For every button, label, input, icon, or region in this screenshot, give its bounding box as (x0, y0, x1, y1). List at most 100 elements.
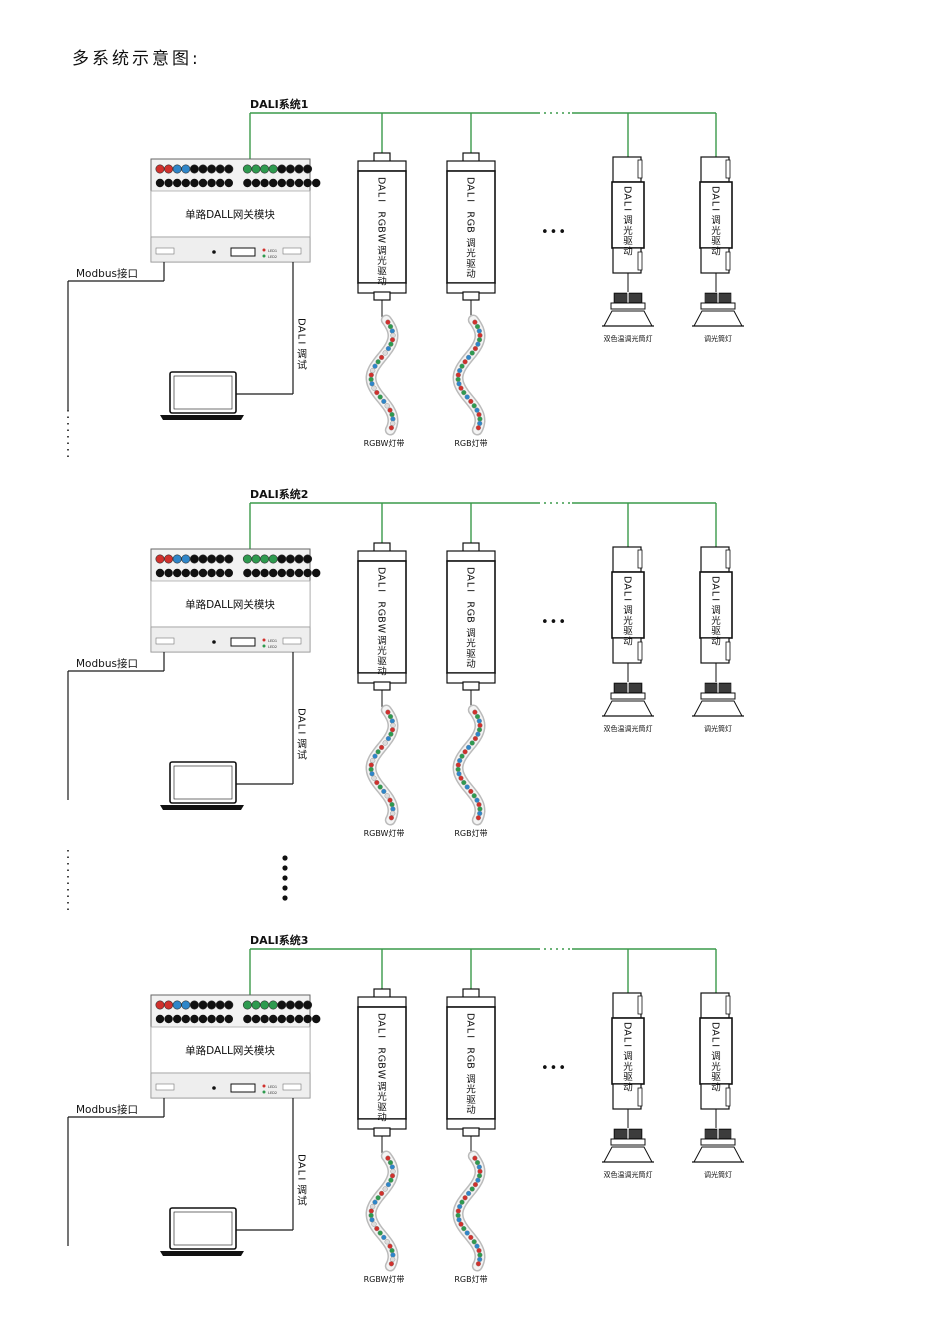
svg-text:驱: 驱 (466, 1095, 476, 1106)
svg-text:B: B (465, 226, 476, 233)
display-window (230, 637, 256, 647)
terminal-screw (251, 1014, 261, 1024)
strip-led (475, 341, 481, 347)
gateway-port (282, 637, 302, 645)
strip-led (372, 363, 378, 369)
more-drivers-ellipsis: ••• (541, 1061, 567, 1076)
strip-led (458, 775, 464, 781)
terminal-screw (277, 554, 287, 564)
terminal-screw (207, 1014, 216, 1024)
strip-led (368, 762, 374, 768)
terminal-screw (164, 554, 174, 564)
strip-led (457, 368, 463, 374)
downlight-housing (610, 692, 646, 700)
strip-label: RGBW灯带 (364, 1274, 405, 1284)
terminal-screw (198, 164, 208, 174)
strip-led (370, 368, 376, 374)
svg-text:A: A (710, 193, 721, 200)
svg-text:R: R (376, 1047, 387, 1054)
downlight-trim (693, 700, 743, 717)
strip-led (389, 412, 395, 418)
downlight-trim (603, 310, 653, 327)
strip-led (387, 1243, 393, 1249)
terminal-screw (198, 1014, 208, 1024)
svg-text:R: R (465, 211, 476, 218)
svg-text:B: B (465, 616, 476, 623)
svg-text:A: A (376, 1020, 387, 1027)
svg-text:D: D (710, 186, 721, 193)
strip-led (377, 784, 383, 790)
terminal-screw (181, 1014, 190, 1024)
strip-led (390, 1256, 396, 1263)
terminal-screw (286, 568, 295, 578)
strip-led (469, 1186, 475, 1192)
svg-text:动: 动 (466, 269, 476, 280)
dali-system-2: DALI系统2单路DALL网关模块LED1LED2Modbus接口DALI调试D… (67, 487, 744, 838)
strip-led (462, 749, 468, 755)
strip-led (455, 376, 461, 383)
terminal-screw (243, 1014, 252, 1024)
svg-text:I: I (376, 1035, 387, 1038)
downlight-housing (610, 1138, 646, 1146)
terminal-screw (224, 554, 234, 564)
downlight-driver-box (718, 292, 732, 304)
downlight-trim (693, 1146, 743, 1163)
terminal-screw (260, 1000, 270, 1010)
strip-led (455, 762, 461, 768)
strip-led (370, 1204, 376, 1210)
laptop-icon (159, 371, 245, 421)
more-systems-dots (282, 855, 288, 901)
terminal-screw (224, 568, 233, 578)
svg-text:G: G (376, 1055, 387, 1062)
svg-text:W: W (376, 234, 387, 244)
gateway-module-label: 单路DALL网关模块 (185, 208, 275, 221)
terminal-screw (303, 568, 312, 578)
gateway-label-panel (150, 580, 311, 628)
downlight-label: 调光筒灯 (704, 724, 732, 733)
svg-text:调: 调 (466, 238, 476, 249)
strip-led (469, 740, 475, 746)
terminal-screw (181, 164, 191, 174)
strip-label: RGB灯带 (454, 1274, 487, 1284)
svg-text:A: A (376, 574, 387, 581)
svg-text:L: L (710, 201, 721, 207)
terminal-screw (312, 568, 321, 578)
terminal-screw (260, 164, 270, 174)
display-window (230, 247, 256, 257)
dimmer-top-terminal (612, 156, 642, 183)
strip-led (375, 749, 381, 755)
svg-text:L: L (376, 582, 387, 588)
svg-text:调: 调 (711, 1052, 721, 1063)
svg-text:动: 动 (623, 1082, 633, 1093)
led1-indicator (262, 1084, 266, 1088)
strip-led (466, 744, 472, 751)
terminal-screw (155, 1000, 165, 1010)
dimmer-clip (637, 1087, 643, 1107)
svg-text:W: W (376, 1070, 387, 1080)
downlight-driver-box (628, 292, 643, 304)
strip-led (459, 753, 465, 759)
strip-led (475, 731, 481, 737)
svg-text:G: G (465, 219, 476, 226)
rgb-strip: RGB灯带 (452, 704, 488, 838)
terminal-screw (294, 178, 304, 188)
driver-top-cap (357, 550, 407, 562)
dali-system-1: DALI系统1单路DALL网关模块LED1LED2Modbus接口DALI调试D… (67, 97, 744, 448)
terminal-screw (198, 568, 208, 578)
strip-led (464, 1230, 470, 1236)
strip-led (377, 394, 383, 400)
strip-led (472, 736, 479, 742)
strip-led (472, 346, 479, 352)
terminal-screw (268, 164, 278, 174)
led2-label: LED2 (268, 1091, 277, 1095)
downlight-driver-box (704, 292, 718, 304)
led1-label: LED1 (268, 639, 277, 643)
terminal-screw (164, 1000, 174, 1010)
